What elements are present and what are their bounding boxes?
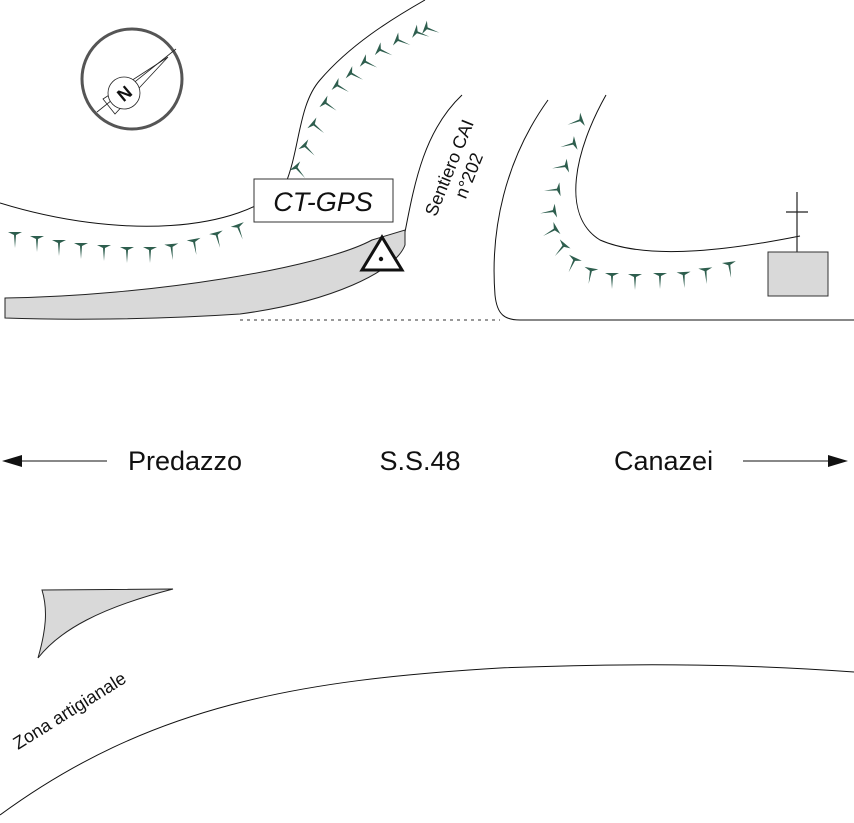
scarp-tick <box>74 243 88 259</box>
scarp-tick <box>345 66 364 80</box>
scarp-tick <box>412 24 430 38</box>
station-label: CT-GPS <box>273 187 373 217</box>
arrow-left-icon <box>2 455 107 467</box>
scarp-tick <box>567 112 585 126</box>
scarp-tick <box>209 230 223 248</box>
scarp-tick <box>554 239 571 257</box>
road-label: S.S.48 <box>379 446 460 476</box>
scarp-tick <box>653 273 667 289</box>
scarp-tick <box>552 158 570 173</box>
scarp-tick <box>628 274 642 290</box>
building <box>767 251 829 297</box>
scarp-tick <box>331 77 349 92</box>
scarp-tick <box>298 139 315 156</box>
scarp-tick <box>230 222 244 240</box>
scarp-tick <box>289 161 306 179</box>
zone-label: Zona artigianale <box>10 668 130 753</box>
scarp-tick <box>319 95 337 111</box>
scarp-tick <box>52 240 66 256</box>
scarp-tick <box>721 261 736 278</box>
scarp-tick <box>164 243 179 260</box>
scarp-tick <box>97 245 111 261</box>
scarp-tick <box>422 20 440 34</box>
scarp-tick <box>568 254 582 273</box>
scarp-tick <box>540 203 558 218</box>
scarp-tick <box>143 247 157 263</box>
gray-wedge <box>37 588 174 659</box>
road-band <box>4 229 406 320</box>
scarp-tick <box>543 221 561 236</box>
arrow-right-icon <box>743 455 848 467</box>
scarp-tick <box>30 236 44 252</box>
scarp-tick <box>120 247 134 263</box>
scarp-tick <box>359 54 378 68</box>
scarp-tick <box>584 266 599 284</box>
gps-station-triangle-icon[interactable] <box>359 234 405 272</box>
scarp-tick <box>676 271 691 288</box>
scarp-tick <box>392 32 411 46</box>
scarp-tick <box>698 267 713 284</box>
cross-icon <box>786 192 808 252</box>
scarp-tick <box>186 237 201 255</box>
scarp-tick <box>374 42 393 56</box>
scarp-tick <box>560 136 578 150</box>
scarp-tick <box>307 117 325 134</box>
compass-icon: N <box>80 27 184 131</box>
scarp-tick <box>605 273 619 289</box>
scarp-tick <box>8 232 22 248</box>
west-label: Predazzo <box>128 446 242 476</box>
station-label-box <box>253 178 394 223</box>
scarp-ticks <box>8 20 736 290</box>
scarp-tick <box>544 182 561 197</box>
east-label: Canazei <box>614 446 713 476</box>
